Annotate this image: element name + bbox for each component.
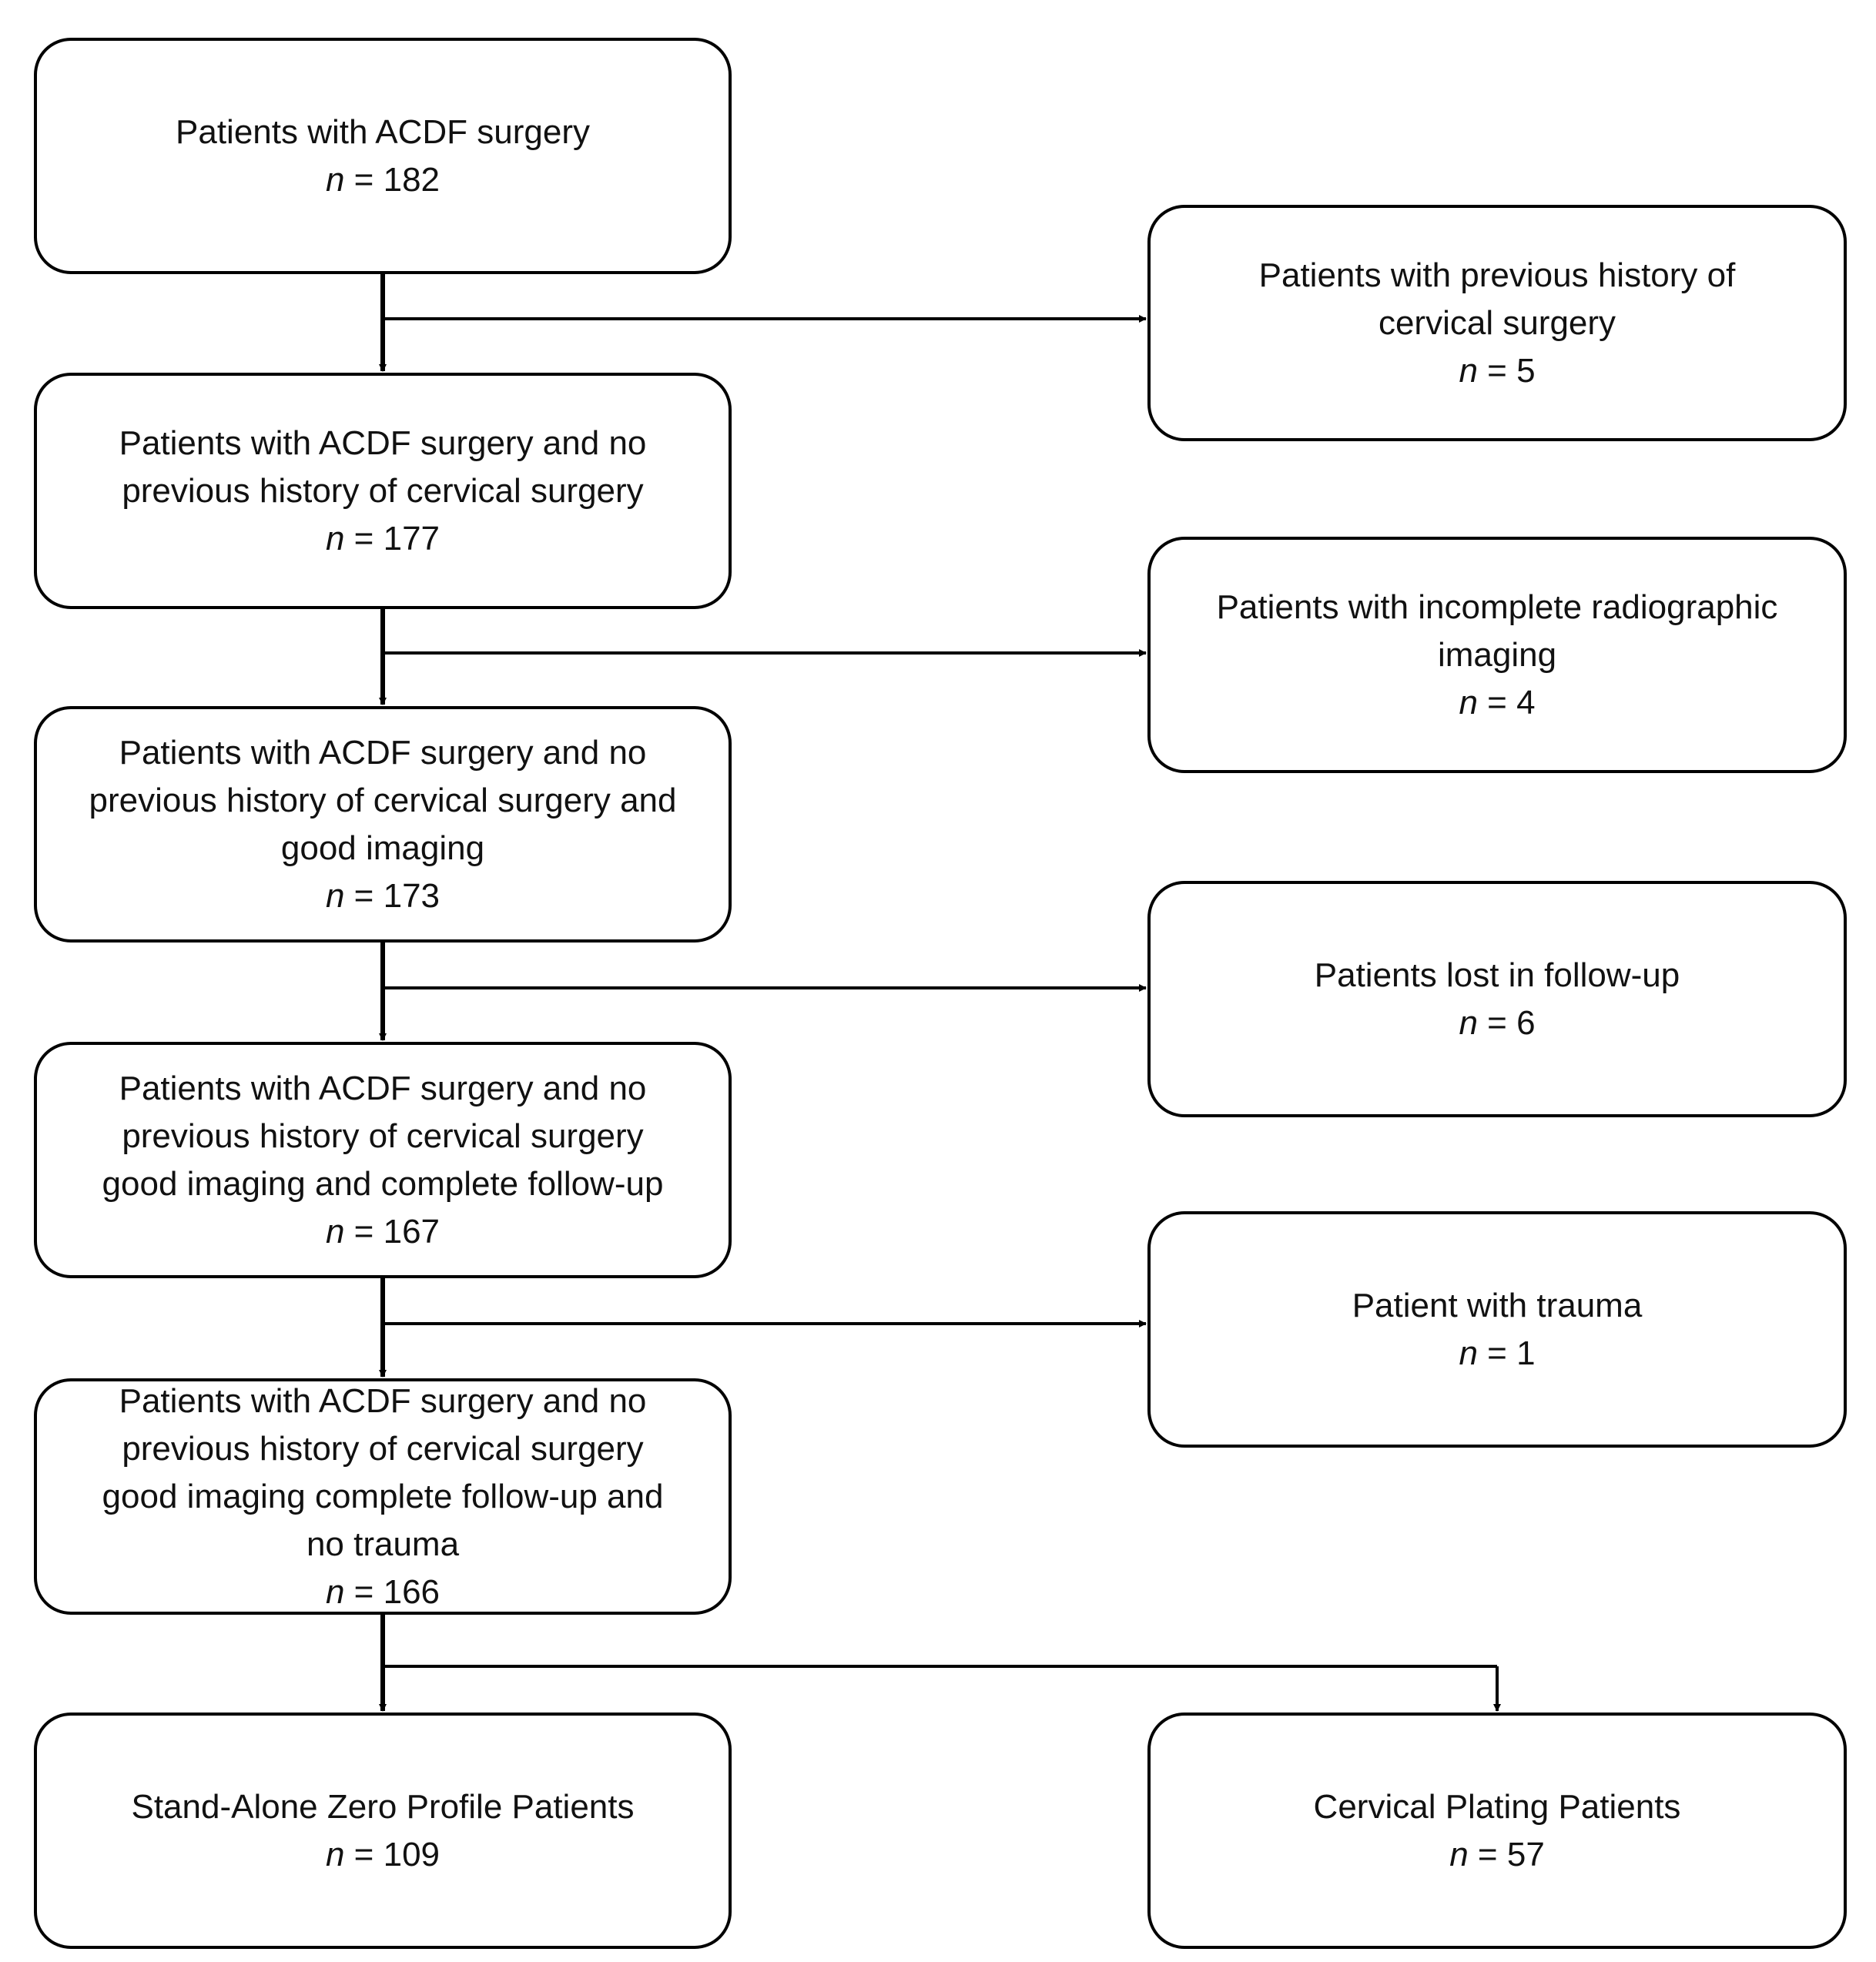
n-symbol: n bbox=[1459, 1003, 1478, 1042]
n-symbol: n bbox=[325, 1572, 345, 1611]
exclusion-box-3-count-value: 6 bbox=[1516, 1003, 1536, 1042]
stage-box-1-text-line: Patients with ACDF surgery bbox=[176, 112, 590, 151]
stage-box-3-count: n = 173 bbox=[326, 872, 440, 920]
stage-box-5-count-value: 166 bbox=[383, 1572, 441, 1611]
equals-sign: = bbox=[344, 1835, 384, 1873]
n-symbol: n bbox=[325, 876, 345, 915]
equals-sign: = bbox=[344, 876, 384, 915]
exclusion-box-1-count-value: 5 bbox=[1516, 351, 1536, 390]
stage-box-2-text-line: previous history of cervical surgery bbox=[122, 471, 644, 510]
n-symbol: n bbox=[325, 1212, 345, 1251]
exclusion-box-1-text-line: cervical surgery bbox=[1378, 303, 1616, 342]
group-box-1-count: n = 109 bbox=[326, 1831, 440, 1879]
equals-sign: = bbox=[1477, 683, 1517, 722]
n-symbol: n bbox=[1459, 683, 1478, 722]
equals-sign: = bbox=[344, 1212, 384, 1251]
n-symbol: n bbox=[325, 160, 345, 199]
stage-box-2-text-line: Patients with ACDF surgery and no bbox=[119, 424, 647, 462]
n-symbol: n bbox=[1449, 1835, 1469, 1873]
stage-box-3-text-line: Patients with ACDF surgery and no bbox=[119, 733, 647, 772]
equals-sign: = bbox=[1477, 351, 1517, 390]
stage-box-5-text-line: no trauma bbox=[306, 1525, 460, 1563]
group-box-2-count-value: 57 bbox=[1506, 1835, 1545, 1873]
stage-box-1: Patients with ACDF surgery n = 182 bbox=[34, 38, 732, 274]
equals-sign: = bbox=[344, 160, 384, 199]
exclusion-box-2-text-line: Patients with incomplete radiographic bbox=[1216, 588, 1778, 626]
stage-box-1-count: n = 182 bbox=[326, 156, 440, 204]
exclusion-box-1-count: n = 5 bbox=[1459, 347, 1535, 395]
group-box-1-count-value: 109 bbox=[383, 1835, 441, 1873]
group-box-1-text-line: Stand-Alone Zero Profile Patients bbox=[131, 1787, 635, 1826]
exclusion-box-4-text-line: Patient with trauma bbox=[1352, 1286, 1643, 1324]
exclusion-box-1: Patients with previous history of cervica… bbox=[1147, 205, 1847, 441]
equals-sign: = bbox=[344, 1572, 384, 1611]
group-box-2-text-line: Cervical Plating Patients bbox=[1313, 1787, 1681, 1826]
exclusion-box-4-count-value: 1 bbox=[1516, 1334, 1536, 1372]
stage-box-5-text-line: previous history of cervical surgery bbox=[122, 1429, 644, 1468]
exclusion-box-2-count-value: 4 bbox=[1516, 683, 1536, 722]
n-symbol: n bbox=[1459, 1334, 1478, 1372]
group-box-1: Stand-Alone Zero Profile Patients n = 109 bbox=[34, 1713, 732, 1949]
group-box-2: Cervical Plating Patients n = 57 bbox=[1147, 1713, 1847, 1949]
exclusion-box-1-text-line: Patients with previous history of bbox=[1258, 256, 1736, 294]
stage-box-3-text-line: good imaging bbox=[280, 829, 485, 867]
stage-box-3: Patients with ACDF surgery and no previou… bbox=[34, 706, 732, 942]
exclusion-box-2: Patients with incomplete radiographic ima… bbox=[1147, 537, 1847, 773]
stage-box-1-count-value: 182 bbox=[383, 160, 441, 199]
stage-box-2-count-value: 177 bbox=[383, 519, 441, 557]
stage-box-4-text-line: Patients with ACDF surgery and no bbox=[119, 1069, 647, 1107]
stage-box-3-text-line: previous history of cervical surgery and bbox=[89, 781, 677, 819]
stage-box-5-count: n = 166 bbox=[326, 1569, 440, 1616]
equals-sign: = bbox=[344, 519, 384, 557]
stage-box-3-count-value: 173 bbox=[383, 876, 441, 915]
exclusion-box-3: Patients lost in follow-up n = 6 bbox=[1147, 881, 1847, 1117]
equals-sign: = bbox=[1477, 1003, 1517, 1042]
stage-box-2: Patients with ACDF surgery and no previou… bbox=[34, 373, 732, 609]
stage-box-5-text-line: Patients with ACDF surgery and no bbox=[119, 1381, 647, 1420]
exclusion-box-2-count: n = 4 bbox=[1459, 679, 1535, 727]
exclusion-box-4: Patient with trauma n = 1 bbox=[1147, 1211, 1847, 1448]
n-symbol: n bbox=[1459, 351, 1478, 390]
stage-box-5-text-line: good imaging complete follow-up and bbox=[102, 1477, 664, 1515]
exclusion-box-3-count: n = 6 bbox=[1459, 999, 1535, 1047]
stage-box-4-text-line: good imaging and complete follow-up bbox=[102, 1164, 664, 1203]
group-box-2-count: n = 57 bbox=[1449, 1831, 1545, 1879]
stage-box-2-count: n = 177 bbox=[326, 515, 440, 563]
n-symbol: n bbox=[325, 1835, 345, 1873]
exclusion-box-4-count: n = 1 bbox=[1459, 1330, 1535, 1378]
stage-box-4: Patients with ACDF surgery and no previou… bbox=[34, 1042, 732, 1278]
stage-box-4-count: n = 167 bbox=[326, 1208, 440, 1256]
exclusion-box-3-text-line: Patients lost in follow-up bbox=[1314, 956, 1680, 994]
n-symbol: n bbox=[325, 519, 345, 557]
stage-box-4-text-line: previous history of cervical surgery bbox=[122, 1117, 644, 1155]
stage-box-5: Patients with ACDF surgery and no previou… bbox=[34, 1378, 732, 1615]
exclusion-box-2-text-line: imaging bbox=[1437, 635, 1557, 674]
equals-sign: = bbox=[1477, 1334, 1517, 1372]
stage-box-4-count-value: 167 bbox=[383, 1212, 441, 1251]
equals-sign: = bbox=[1468, 1835, 1507, 1873]
